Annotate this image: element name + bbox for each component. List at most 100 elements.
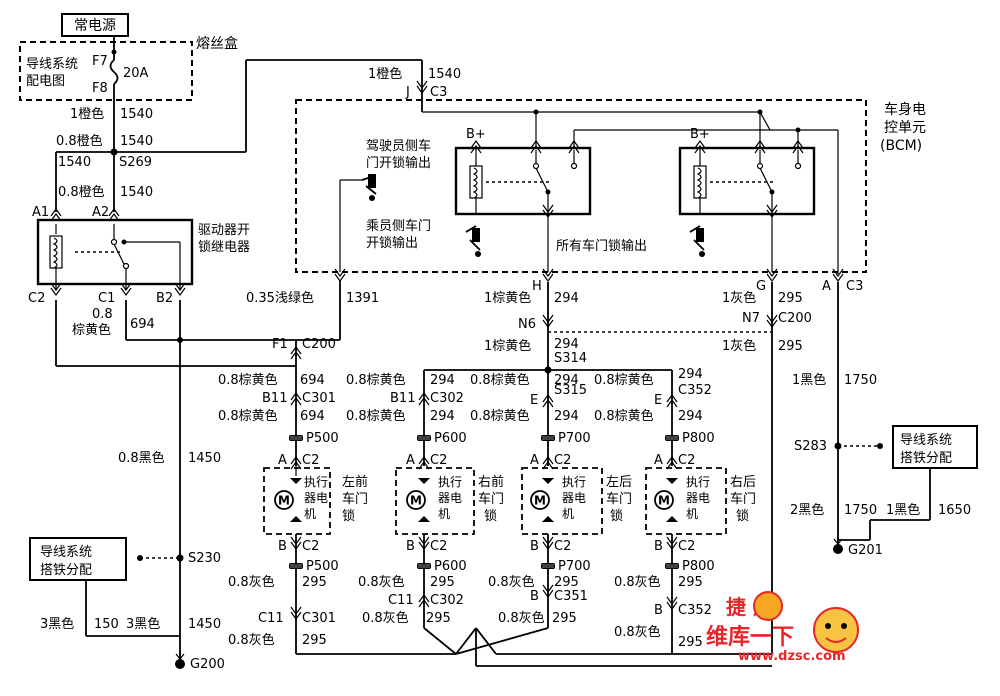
actuator-right-rear: 0.8棕黄色 294 C352 E 0.8棕黄色 294 P800 A C2 执… (594, 367, 756, 654)
lf-conn-p500-b: P500 (306, 559, 339, 574)
lr-pin-c2-b: C2 (554, 539, 571, 554)
rr-name-2: 车门 (730, 491, 756, 507)
rr-gray-num: 295 (678, 575, 703, 590)
rf-pin-c2-b: C2 (430, 539, 447, 554)
rf-wire-num: 294 (430, 373, 455, 388)
wire-1540-left-num: 1540 (120, 134, 153, 149)
wire-294-color: 1棕黄色 (484, 290, 531, 306)
lf-plug-icon (288, 434, 304, 442)
lf-gray-color-2: 0.8灰色 (228, 632, 275, 648)
lf-conn-p500: P500 (306, 431, 339, 446)
lf-pin-a: A (278, 453, 287, 468)
rr-wire-color-2: 0.8棕黄色 (594, 408, 654, 424)
lr-splice-s315: S315 (554, 383, 587, 398)
wire-1650-color: 1黑色 (886, 502, 920, 518)
lr-pin-b: B (530, 539, 539, 554)
lf-wire-num: 694 (300, 373, 325, 388)
wire-1450-3-color: 3黑色 (126, 616, 160, 632)
bcm-module: 车身电 控单元 (BCM) 1橙色 1540 J C3 B+ (295, 60, 926, 274)
rr-pin-b-2: B (654, 603, 663, 618)
rr-pin-e: E (654, 393, 662, 408)
rf-gray-num: 295 (430, 575, 455, 590)
rf-pin-a: A (406, 453, 415, 468)
ground-dist-right-1: 导线系统 (900, 433, 952, 448)
lf-conn-b11: B11 (262, 391, 287, 406)
lr-wire-color: 0.8棕黄色 (470, 372, 530, 388)
fuse-f8-label: F8 (92, 81, 108, 96)
lf-gray-num: 295 (302, 575, 327, 590)
rf-conn-b11: B11 (390, 391, 415, 406)
rf-name-3: 锁 (484, 508, 497, 524)
rf-conn-p600: P600 (434, 431, 467, 446)
actuator-left-rear: 0.8棕黄色 294 S315 E 0.8棕黄色 294 P700 A C2 执… (470, 372, 632, 628)
wire-1391-num: 1391 (346, 291, 379, 306)
wire-150-num: 150 (94, 617, 119, 632)
ground-g200: G200 (190, 657, 225, 672)
bcm-pin-a: A (822, 279, 831, 294)
ground-icon-g200 (174, 651, 186, 670)
lf-wire-color-2: 0.8棕黄色 (218, 408, 278, 424)
rf-conn-c302: C302 (430, 391, 464, 406)
wire-1540-left-color: 0.8橙色 (56, 133, 103, 149)
rf-name-2: 车门 (478, 491, 504, 507)
lr-gray-num: 295 (554, 575, 579, 590)
rf-gray-color-2: 0.8灰色 (362, 610, 409, 626)
rf-conn-p600-b: P600 (434, 559, 467, 574)
bcm-pin-g: G (756, 279, 766, 294)
rf-pin-b: B (406, 539, 415, 554)
lf-conn-c301: C301 (302, 391, 336, 406)
rr-conn-c352-b: C352 (678, 603, 712, 618)
fuse-f7-label: F7 (92, 54, 108, 69)
rr-pin-a: A (654, 453, 663, 468)
splice-s314: S314 (554, 351, 587, 366)
wire-1540-top-color: 1橙色 (70, 106, 104, 122)
lf-pin-c2: C2 (302, 453, 319, 468)
rf-wire-num-2: 294 (430, 409, 455, 424)
rf-pin-c2: C2 (430, 453, 447, 468)
bcm-pin-c3-top: C3 (430, 85, 447, 100)
relay-pin-a2: A2 (92, 205, 109, 220)
wire-295-num: 295 (778, 291, 803, 306)
splice-s269: 0.8橙色 1540 1540 S269 0.8橙色 1540 (55, 59, 422, 212)
bcm-switch-left-icon (535, 167, 549, 193)
wire-1540-relay-color: 0.8橙色 (58, 184, 105, 200)
actuator-right-front: 0.8棕黄色 294 B11 C302 0.8棕黄色 294 P600 A C2… (346, 372, 504, 628)
rf-name-1: 右前 (478, 474, 504, 490)
rr-gray-color-2: 0.8灰色 (614, 624, 661, 640)
conn-c200-label-right: C200 (778, 311, 812, 326)
rr-motor-icon (654, 490, 674, 510)
wire-1391-color: 0.35浅绿色 (246, 290, 314, 306)
bcm-coil-right-icon (693, 165, 707, 199)
wire-1750-num: 1750 (844, 373, 877, 388)
relay-title-2: 锁继电器 (198, 239, 250, 255)
wire-294-color-2: 1棕黄色 (484, 338, 531, 354)
bcm-title-3: (BCM) (880, 138, 922, 154)
lr-gray-num-2: 295 (552, 611, 577, 626)
wire-295: 1灰色 295 N7 C200 1灰色 295 (722, 282, 812, 654)
wire-295-num-2: 295 (778, 339, 803, 354)
bcm-coil-left-icon (469, 165, 483, 199)
rf-plug-icon (416, 434, 432, 442)
lr-wire-num: 294 (554, 373, 579, 388)
s269-label: S269 (119, 155, 152, 170)
rf-conn-c302-b: C302 (430, 593, 464, 608)
bcm-switch-right-icon (759, 167, 773, 193)
watermark-url: www.dzsc.com (738, 649, 846, 664)
lr-conn-p700-b: P700 (558, 559, 591, 574)
rr-motor-3: 机 (686, 507, 698, 521)
wiring-ref-label-1: 导线系统 (26, 57, 78, 72)
rr-motor-1: 执行 (686, 475, 710, 489)
wire-294: 1棕黄色 294 N6 1棕黄色 294 S314 (423, 282, 772, 440)
wire-294-num-2: 294 (554, 337, 579, 352)
ground-dist-left-2: 搭铁分配 (40, 562, 92, 578)
actuator-left-front: 0.8棕黄色 694 B11 C301 0.8棕黄色 694 P500 A C2… (218, 372, 368, 654)
wire-294-num: 294 (554, 291, 579, 306)
rr-pin-c2: C2 (678, 453, 695, 468)
bcm-title-1: 车身电 (884, 101, 926, 118)
bcm-pin-j: J (405, 85, 410, 100)
lf-name-2: 车门 (342, 491, 368, 507)
lr-motor-icon (530, 490, 550, 510)
lr-conn-p700: P700 (558, 431, 591, 446)
wire-1750-color: 1黑色 (792, 372, 826, 388)
lf-name-3: 锁 (342, 508, 355, 524)
